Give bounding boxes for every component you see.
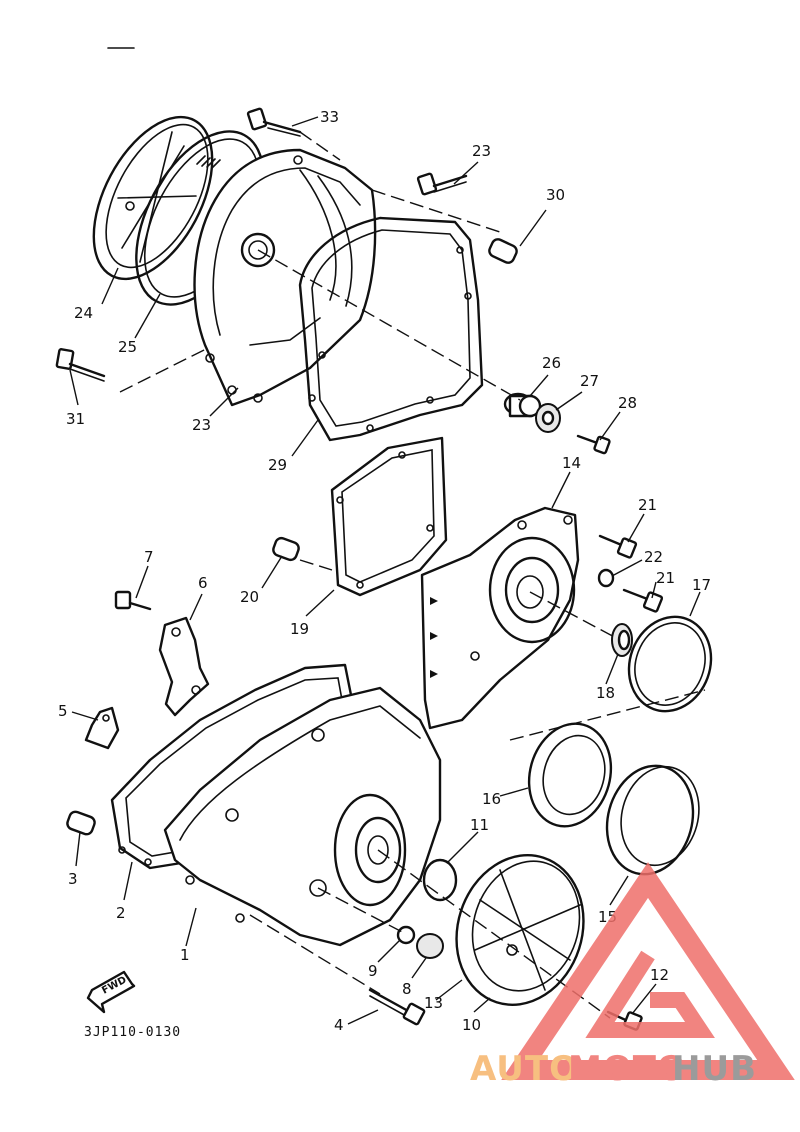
callout-31: 30: [546, 186, 565, 204]
callout-18: 18: [596, 684, 615, 702]
callout-9: 9: [368, 962, 378, 980]
part-27-collar[interactable]: [503, 392, 542, 418]
part-31-dowel-pin[interactable]: [487, 237, 518, 264]
callout-2: 2: [116, 904, 126, 922]
callout-5: 5: [58, 702, 68, 720]
callout-23: 23: [472, 142, 491, 160]
part-9-o-ring[interactable]: [396, 925, 416, 945]
callout-4: 4: [334, 1016, 344, 1034]
callout-12: 12: [650, 966, 669, 984]
assembly-axes: [119, 131, 706, 1019]
part-22-o-ring[interactable]: [597, 568, 615, 588]
callout-8: 8: [402, 980, 412, 998]
part-10-outer-cover[interactable]: [438, 839, 603, 1022]
part-11-o-ring[interactable]: [422, 858, 458, 902]
watermark-text-hub: HUB: [672, 1049, 757, 1089]
callout-26: 25: [118, 338, 137, 356]
callout-13: 13: [424, 994, 443, 1012]
part-6-bracket[interactable]: [158, 616, 210, 717]
callout-32: 31: [66, 410, 85, 428]
callout-25: 24: [74, 304, 93, 322]
watermark-text-moto: MOTO: [568, 1049, 687, 1089]
callout-10: 10: [462, 1016, 481, 1034]
part-5-clamp[interactable]: [84, 706, 120, 750]
callout-6: 6: [198, 574, 208, 592]
triangle-g-logo-icon: [501, 862, 795, 1080]
watermark-text-auto: AUTO: [470, 1049, 579, 1089]
part-33-bolt[interactable]: [246, 107, 302, 137]
part-24-crankcase-cover[interactable]: [193, 148, 377, 407]
part-19-gasket[interactable]: [330, 436, 448, 597]
part-1-crankcase-cover[interactable]: [163, 686, 442, 947]
part-23-bolt[interactable]: [416, 172, 468, 196]
callout-27: 26: [542, 354, 561, 372]
callout-21-upper: 21: [638, 496, 657, 514]
callout-30: 29: [268, 456, 287, 474]
callout-28: 27: [580, 372, 599, 390]
part-29-bolt[interactable]: [576, 434, 611, 455]
watermark: AUTO MOTO HUB: [470, 862, 795, 1089]
part-32-bolt[interactable]: [55, 348, 106, 382]
callout-leaders: [69, 116, 701, 1025]
callout-33: 33: [320, 108, 339, 126]
callout-11: 11: [470, 816, 489, 834]
part-8-plug[interactable]: [416, 933, 444, 959]
callout-29: 28: [618, 394, 637, 412]
callout-3: 3: [68, 870, 78, 888]
part-17-circlip[interactable]: [616, 605, 724, 723]
part-21-bolt-lower[interactable]: [622, 588, 664, 613]
part-18-oil-seal[interactable]: [611, 623, 633, 657]
callout-20: 20: [240, 588, 259, 606]
callout-24: 23: [192, 416, 211, 434]
part-15-cap[interactable]: [595, 756, 709, 884]
part-28-bushing[interactable]: [535, 403, 561, 433]
callout-14: 14: [562, 454, 581, 472]
forward-direction-arrow-icon: FWD: [86, 970, 136, 1014]
part-21-bolt-upper[interactable]: [598, 534, 638, 559]
part-4-bolt[interactable]: [368, 988, 426, 1026]
drawing-code: 3JP110-0130: [84, 1025, 181, 1040]
callout-16: 16: [482, 790, 501, 808]
callout-labels: 33 23 30 24 25 23 29 31 26 27 28 14 21 2…: [58, 108, 711, 1034]
part-20-dowel-pin[interactable]: [272, 536, 301, 562]
part-16-oil-seal[interactable]: [518, 714, 622, 835]
callout-22: 22: [644, 548, 663, 566]
callout-17: 17: [692, 576, 711, 594]
callout-7: 7: [144, 548, 154, 566]
part-30-gasket[interactable]: [298, 216, 484, 442]
part-7-bolt[interactable]: [114, 590, 152, 611]
part-14-generator-cover[interactable]: [420, 506, 580, 730]
callout-1: 1: [180, 946, 190, 964]
part-3-dowel-pin[interactable]: [66, 810, 97, 836]
callout-21-lower: 21: [656, 569, 675, 587]
callout-19: 19: [290, 620, 309, 638]
